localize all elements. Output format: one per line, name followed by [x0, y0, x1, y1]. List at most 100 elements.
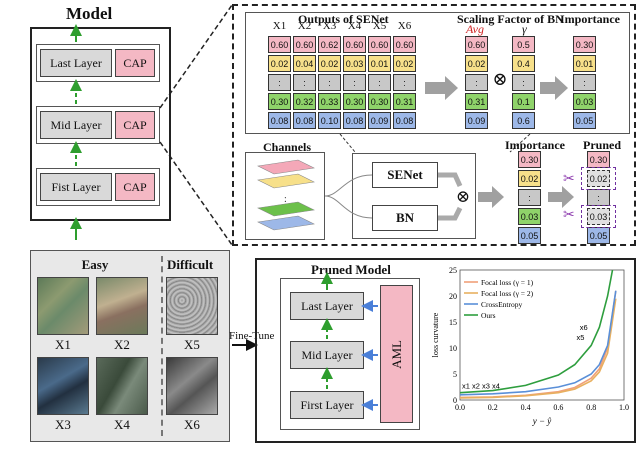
- avg-cell: 0.31: [465, 93, 488, 110]
- image-x1: [37, 277, 89, 335]
- senet-cell: 0.31: [393, 93, 416, 110]
- senet-cell: 0.33: [318, 93, 341, 110]
- label-x6: X6: [184, 417, 200, 432]
- importance-title: Importance: [560, 12, 620, 26]
- importance-cell: 0.03: [573, 93, 596, 110]
- fine-tune-label: Fine-Tune: [229, 330, 275, 342]
- channels-box: [245, 152, 325, 240]
- senet-col-header: X2: [297, 20, 312, 32]
- bn-box: BN: [372, 205, 438, 231]
- pruned-highlight: [581, 205, 616, 228]
- importance2-cell: :: [518, 189, 541, 206]
- y-tick-label: 5: [453, 370, 457, 379]
- gamma-cell: 0.5: [512, 36, 535, 53]
- model-title: Model: [66, 4, 113, 23]
- senet-col-header: X3: [322, 20, 337, 32]
- senet-cell: 0.32: [293, 93, 316, 110]
- pruned-highlight: [581, 167, 616, 190]
- senet-col-header: X6: [397, 20, 412, 32]
- x-tick-label: 0.4: [521, 403, 531, 412]
- x-tick-label: 1.0: [619, 403, 629, 412]
- senet-cell: 0.08: [268, 112, 291, 129]
- pruned-model-frame: [280, 278, 420, 430]
- model-layer-group-last: [36, 44, 160, 82]
- avg-label: Avg: [466, 22, 484, 36]
- pruned-last-layer: Last Layer: [290, 292, 364, 320]
- image-x6: [166, 357, 218, 415]
- senet-cell: 0.09: [368, 112, 391, 129]
- pruned-first-layer: First Layer: [290, 391, 364, 419]
- senet-cell: 0.60: [393, 36, 416, 53]
- importance-cell: 0.30: [573, 36, 596, 53]
- senet-cell: 0.60: [268, 36, 291, 53]
- x-tick-label: 0.8: [586, 403, 596, 412]
- senet-cell: :: [393, 74, 416, 91]
- label-x2: X2: [114, 337, 130, 352]
- importance2-title: Importance: [505, 138, 565, 152]
- image-x5: [166, 277, 218, 335]
- pruned-cell: 0.02: [587, 170, 610, 187]
- pruned-title: Pruned: [583, 138, 622, 152]
- scissors-icon: ✂: [563, 172, 575, 187]
- senet-cell: :: [343, 74, 366, 91]
- gamma-label: γ: [522, 22, 527, 36]
- pruned-panel: [255, 258, 636, 443]
- pruned-cell: 0.03: [587, 208, 610, 225]
- senet-cell: 0.08: [343, 112, 366, 129]
- senet-cell: 0.10: [318, 112, 341, 129]
- senet-cell: 0.60: [343, 36, 366, 53]
- aml-box: AML: [380, 285, 413, 423]
- legend-entry: Focal loss (γ = 2): [481, 289, 534, 298]
- label-x1: X1: [55, 337, 71, 352]
- svg-text::: :: [284, 194, 287, 205]
- senet-cell: 0.62: [318, 36, 341, 53]
- senet-cell: 0.60: [368, 36, 391, 53]
- senet-bn-panel: [352, 153, 476, 239]
- model-panel: [30, 27, 171, 221]
- x-axis-label: y − ŷ: [532, 416, 552, 426]
- senet-cell: 0.03: [343, 55, 366, 72]
- avg-cell: 0.09: [465, 112, 488, 129]
- label-x5: X5: [184, 337, 200, 352]
- model-last-layer: Last Layer: [40, 49, 112, 77]
- model-first-layer: Fist Layer: [40, 173, 112, 201]
- legend-entry: CrossEntropy: [481, 300, 523, 309]
- gamma-cell: 0.6: [512, 112, 535, 129]
- y-tick-label: 0: [453, 396, 457, 405]
- model-mid-layer: Mid Layer: [40, 111, 112, 139]
- y-tick-label: 10: [449, 344, 457, 353]
- scaling-title: Scaling Factor of BN: [457, 12, 564, 26]
- avg-cell: 0.02: [465, 55, 488, 72]
- senet-col-header: X4: [347, 20, 362, 32]
- importance2-cell: 0.03: [518, 208, 541, 225]
- senet-cell: 0.02: [393, 55, 416, 72]
- image-x4: [96, 357, 148, 415]
- senet-cell: 0.02: [318, 55, 341, 72]
- image-x2: [96, 277, 148, 335]
- label-x4: X4: [114, 417, 130, 432]
- senet-cell: 0.01: [368, 55, 391, 72]
- outputs-title: Outputs of SENet: [298, 12, 389, 26]
- otimes-symbol: ⊗: [492, 68, 508, 89]
- model-layer-group-mid: [36, 106, 160, 144]
- annotation-x6: x6: [580, 323, 588, 332]
- pruned-mid-layer: Mid Layer: [290, 341, 364, 369]
- avg-cell: :: [465, 74, 488, 91]
- model-first-cap: CAP: [115, 173, 155, 201]
- series-line: [459, 290, 617, 396]
- series-line: [459, 269, 614, 394]
- series-line: [459, 298, 617, 399]
- legend-entry: Focal loss (γ = 1): [481, 278, 534, 287]
- senet-col-header: X5: [372, 20, 387, 32]
- scissors-icon-2: ✂: [563, 208, 575, 223]
- importance2-cell: 0.30: [518, 151, 541, 168]
- gamma-cell: :: [512, 74, 535, 91]
- x-tick-label: 0.0: [455, 403, 465, 412]
- importance-cell: :: [573, 74, 596, 91]
- senet-cell: :: [268, 74, 291, 91]
- importance2-cell: 0.05: [518, 227, 541, 244]
- y-tick-label: 15: [449, 318, 457, 327]
- difficult-label: Difficult: [167, 257, 214, 272]
